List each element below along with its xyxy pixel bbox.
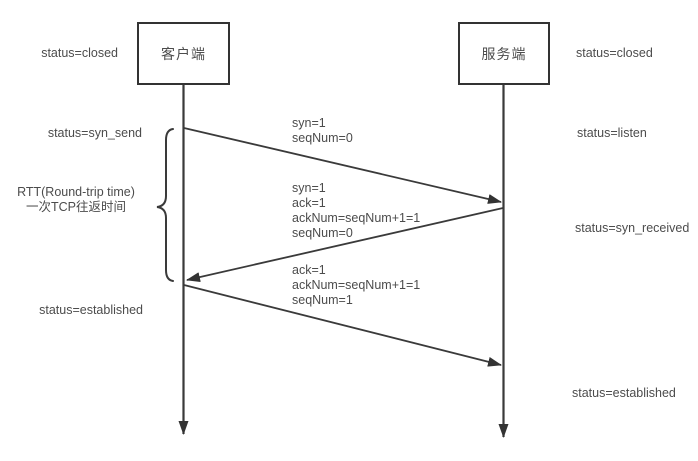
syn-ack-message-line: seqNum=0: [292, 226, 353, 240]
server-status-established: status=established: [572, 386, 676, 400]
syn-ack-message-line: ackNum=seqNum+1=1: [292, 211, 421, 225]
syn-ack-arrow: [186, 207, 504, 282]
server-status-closed: status=closed: [576, 46, 653, 60]
syn-ack-message-line: syn=1: [292, 181, 326, 195]
rtt-annotation-line1: RTT(Round-trip time): [17, 185, 135, 199]
client-status-established: status=established: [39, 303, 143, 317]
ack-arrow: [183, 284, 502, 367]
syn-message-line: seqNum=0: [292, 131, 353, 145]
server-status-syn-received: status=syn_received: [575, 221, 690, 235]
client-actor-box: 客户端: [137, 22, 230, 85]
rtt-brace: [156, 128, 174, 282]
syn-message-line: syn=1: [292, 116, 326, 130]
syn-ack-message-line: ack=1: [292, 196, 326, 210]
server-actor-label: 服务端: [481, 45, 527, 62]
ack-message-line: seqNum=1: [292, 293, 353, 307]
syn-ack-message-label: syn=1 ack=1 ackNum=seqNum+1=1 seqNum=0: [292, 181, 420, 241]
server-actor-box: 服务端: [458, 22, 550, 85]
syn-arrow: [183, 127, 502, 204]
ack-message-line: ack=1: [292, 263, 326, 277]
client-actor-label: 客户端: [161, 45, 206, 62]
client-status-syn-send: status=syn_send: [47, 126, 142, 140]
server-status-listen: status=listen: [577, 126, 647, 140]
rtt-annotation-line2: 一次TCP往返时间: [25, 200, 126, 214]
rtt-annotation: RTT(Round-trip time) 一次TCP往返时间: [0, 185, 152, 215]
ack-message-line: ackNum=seqNum+1=1: [292, 278, 421, 292]
client-status-closed: status=closed: [41, 46, 118, 60]
ack-message-label: ack=1 ackNum=seqNum+1=1 seqNum=1: [292, 263, 420, 308]
syn-message-label: syn=1 seqNum=0: [292, 116, 353, 146]
